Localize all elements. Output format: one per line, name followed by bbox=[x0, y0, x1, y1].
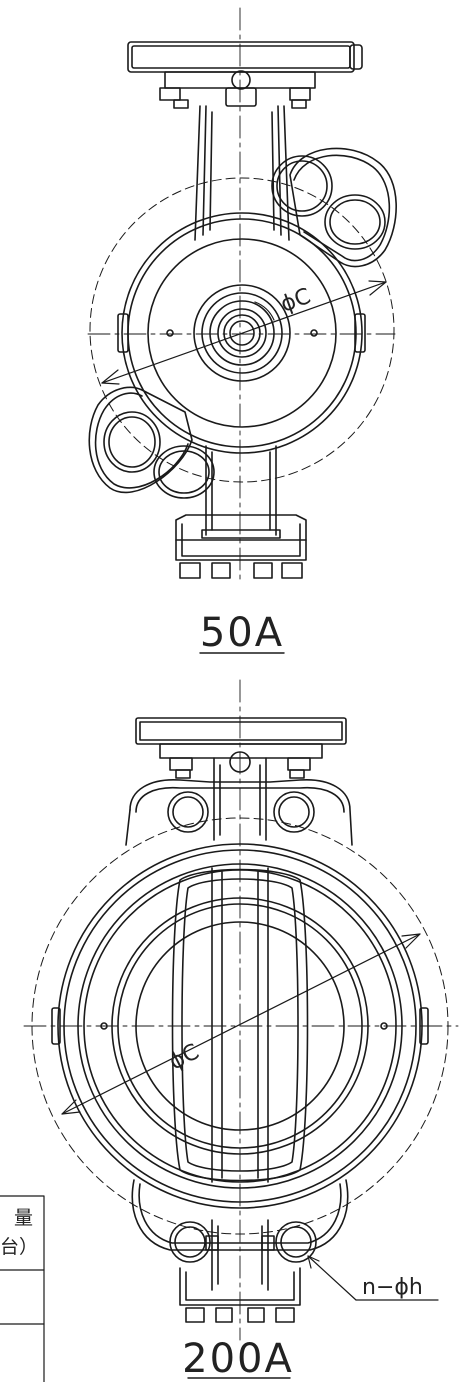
spec-table-fragment bbox=[0, 1195, 45, 1382]
dim-label-50a: ϕC bbox=[278, 284, 315, 318]
bottom-mount-50a bbox=[175, 445, 307, 579]
disc-200a bbox=[171, 867, 309, 1183]
dim-label-200a: ϕC bbox=[165, 1040, 203, 1076]
top-flange-200a bbox=[135, 717, 347, 841]
lug-ear-upper-right-50a bbox=[271, 147, 397, 268]
dimension-line-200a bbox=[61, 933, 421, 1115]
lug-ear-lower-left-50a bbox=[88, 386, 215, 499]
disc-hub-50a bbox=[193, 284, 291, 382]
table-header-line-1: 量 bbox=[14, 1207, 33, 1229]
bolt-circle-200a bbox=[31, 817, 449, 1235]
view-label-200a: 200A bbox=[182, 1336, 294, 1382]
centerline-200a bbox=[23, 679, 459, 1341]
lug-lower-200a bbox=[131, 1179, 349, 1263]
table-header-line-2: 台） bbox=[0, 1236, 38, 1258]
dimension-line-50a bbox=[101, 280, 387, 385]
top-flange-50a bbox=[127, 41, 363, 109]
valve-body-200a bbox=[51, 843, 429, 1209]
hole-leader-200a bbox=[307, 1255, 439, 1301]
valve-view-50a bbox=[87, 7, 397, 583]
neck-50a bbox=[194, 105, 290, 241]
view-label-50a: 50A bbox=[200, 610, 284, 656]
bolt-circle-50a bbox=[89, 177, 395, 483]
lug-upper-200a bbox=[125, 779, 353, 846]
bottom-mount-200a bbox=[179, 1219, 301, 1323]
valve-body-50a bbox=[117, 212, 366, 454]
valve-view-200a bbox=[23, 679, 459, 1341]
hole-label-200a: n−ϕh bbox=[362, 1275, 423, 1300]
